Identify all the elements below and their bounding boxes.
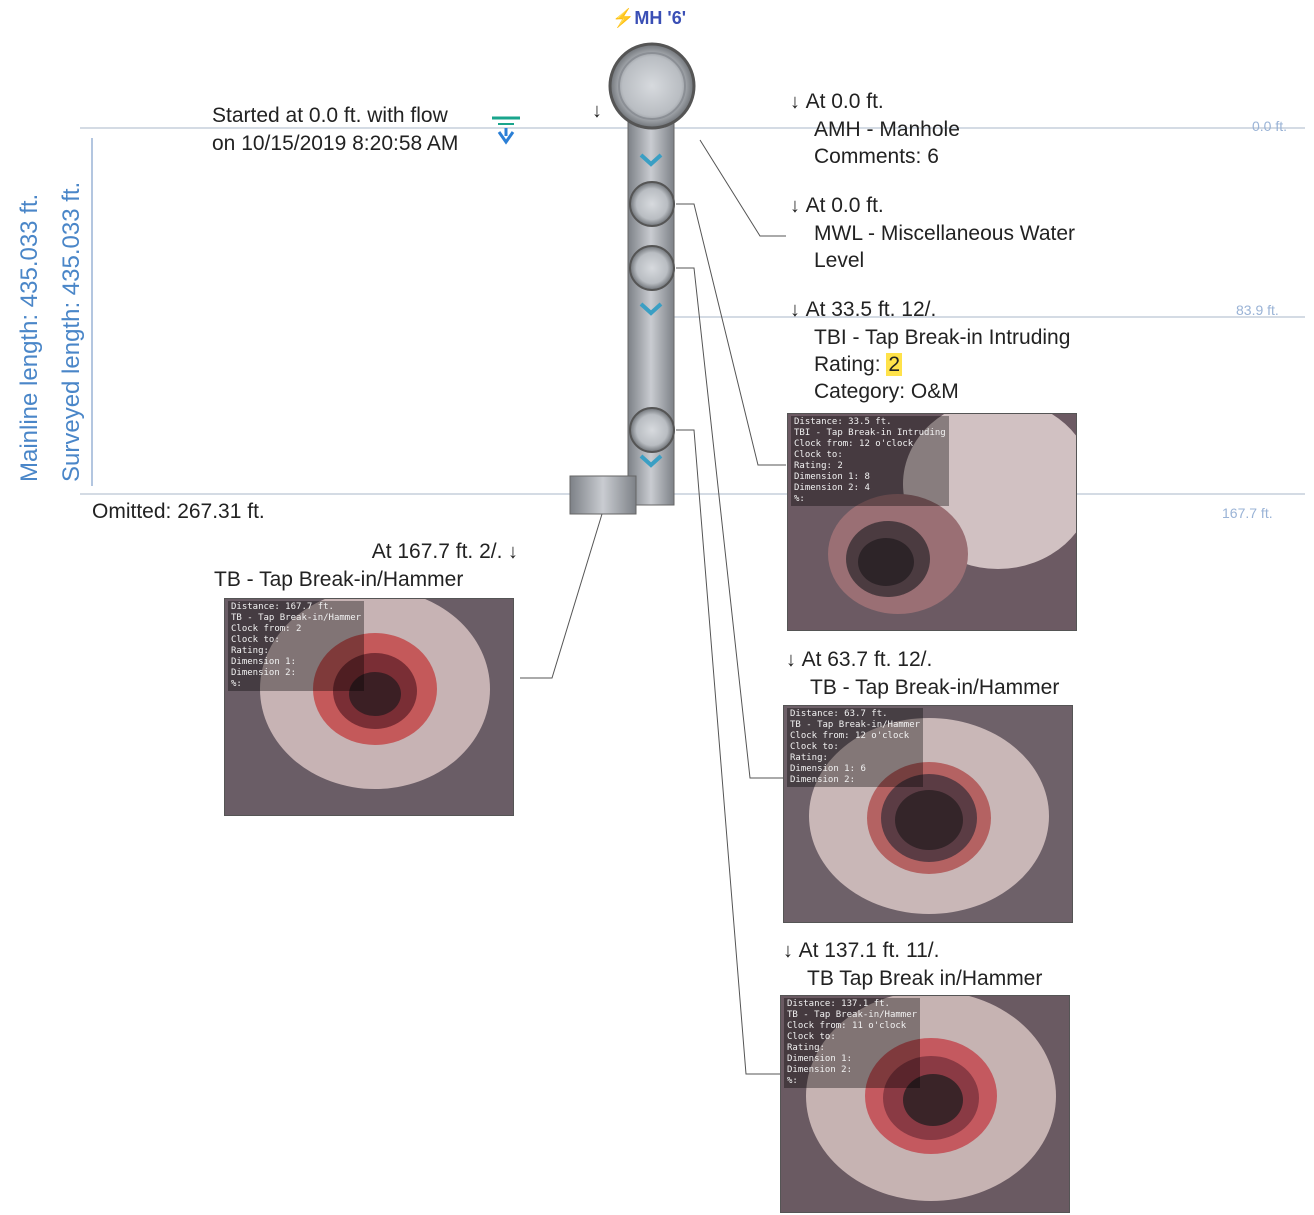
overlay-line: %:: [794, 494, 946, 505]
overlay-line: TB - Tap Break-in/Hammer: [787, 1010, 917, 1021]
overlay-line: Distance: 137.1 ft.: [787, 999, 917, 1010]
photo-overlay-text: Distance: 137.1 ft.TB - Tap Break-in/Ham…: [784, 998, 920, 1088]
overlay-line: TB - Tap Break-in/Hammer: [790, 720, 920, 731]
overlay-line: TBI - Tap Break-in Intruding: [794, 428, 946, 439]
start-info-line1: Started at 0.0 ft. with flow: [212, 102, 448, 129]
observation-amh[interactable]: ↓ At 0.0 ft. AMH - Manhole Comments: 6: [790, 88, 960, 170]
down-arrow-icon: ↓: [592, 100, 602, 123]
overlay-line: Dimension 2:: [787, 1065, 917, 1076]
outlet-elbow: [570, 476, 636, 514]
observation-tbi[interactable]: ↓ At 33.5 ft. 12/. TBI - Tap Break-in In…: [790, 296, 1070, 405]
obs-category: Category: O&M: [790, 378, 1070, 405]
manhole-label: MH '6': [634, 8, 686, 28]
down-arrow-icon: ↓: [790, 91, 806, 113]
cctv-photo[interactable]: Distance: 63.7 ft.TB - Tap Break-in/Hamm…: [783, 705, 1073, 923]
omitted-length: Omitted: 267.31 ft.: [92, 498, 265, 525]
rating-value: 2: [886, 353, 902, 376]
photo-overlay-text: Distance: 167.7 ft.TB - Tap Break-in/Ham…: [228, 601, 364, 691]
manhole-header: ⚡MH '6': [612, 8, 686, 29]
obs-code: TB - Tap Break-in/Hammer: [786, 674, 1059, 701]
observation-tb-137[interactable]: ↓ At 137.1 ft. 11/. TB Tap Break in/Hamm…: [783, 937, 1042, 992]
tick-label: 83.9 ft.: [1236, 302, 1279, 318]
manhole-symbol: [610, 44, 694, 128]
overlay-line: Clock from: 2: [231, 624, 361, 635]
obs-position: At 63.7 ft. 12/.: [802, 648, 933, 671]
leader-line: [676, 204, 786, 465]
photo-overlay-text: Distance: 63.7 ft.TB - Tap Break-in/Hamm…: [787, 708, 923, 787]
start-info-line2: on 10/15/2019 8:20:58 AM: [212, 130, 458, 157]
manhole-icon: ⚡: [612, 8, 634, 28]
obs-code: TB Tap Break in/Hammer: [783, 965, 1042, 992]
mainline-length-label: Mainline length: 435.033 ft.: [16, 194, 44, 482]
observation-tb-63[interactable]: ↓ At 63.7 ft. 12/. TB - Tap Break-in/Ham…: [786, 646, 1059, 701]
leader-line: [676, 430, 780, 1074]
overlay-line: Clock from: 12 o'clock: [794, 439, 946, 450]
observation-mwl[interactable]: ↓ At 0.0 ft. MWL - Miscellaneous Water L…: [790, 192, 1075, 274]
obs-position: At 0.0 ft.: [806, 90, 884, 113]
tap-ring: [630, 408, 674, 452]
tap-ring: [630, 246, 674, 290]
leader-line: [676, 268, 784, 778]
overlay-line: Dimension 2: 4: [794, 483, 946, 494]
cctv-photo[interactable]: Distance: 167.7 ft.TB - Tap Break-in/Ham…: [224, 598, 514, 816]
tap-ring: [630, 182, 674, 226]
overlay-line: Dimension 1: 6: [790, 764, 920, 775]
overlay-line: %:: [231, 679, 361, 690]
obs-code: TBI - Tap Break-in Intruding: [790, 324, 1070, 351]
overlay-line: Dimension 2:: [790, 775, 920, 786]
cctv-photo[interactable]: Distance: 137.1 ft.TB - Tap Break-in/Ham…: [780, 995, 1070, 1213]
surveyed-length-label: Surveyed length: 435.033 ft.: [58, 182, 86, 482]
overlay-line: Rating:: [790, 753, 920, 764]
overlay-line: Rating:: [787, 1043, 917, 1054]
overlay-line: Dimension 1: 8: [794, 472, 946, 483]
overlay-line: Clock from: 12 o'clock: [790, 731, 920, 742]
overlay-line: Dimension 2:: [231, 668, 361, 679]
down-arrow-icon: ↓: [783, 940, 799, 962]
overlay-line: Clock to:: [231, 635, 361, 646]
obs-code-cont: Level: [790, 247, 1075, 274]
down-arrow-icon: ↓: [790, 195, 806, 217]
water-level-icon: [492, 118, 520, 142]
tick-label: 167.7 ft.: [1222, 505, 1273, 521]
obs-position: At 137.1 ft. 11/.: [799, 939, 940, 962]
overlay-line: TB - Tap Break-in/Hammer: [231, 613, 361, 624]
obs-position: At 0.0 ft.: [806, 194, 884, 217]
photo-overlay-text: Distance: 33.5 ft.TBI - Tap Break-in Int…: [791, 416, 949, 506]
tick-label: 0.0 ft.: [1252, 118, 1287, 134]
overlay-line: Clock to:: [794, 450, 946, 461]
overlay-line: Dimension 1:: [787, 1054, 917, 1065]
obs-code: TB - Tap Break-in/Hammer: [214, 566, 518, 593]
down-arrow-icon: ↓: [786, 649, 802, 671]
overlay-line: Distance: 33.5 ft.: [794, 417, 946, 428]
overlay-line: Rating: 2: [794, 461, 946, 472]
overlay-line: Dimension 1:: [231, 657, 361, 668]
overlay-line: Distance: 63.7 ft.: [790, 709, 920, 720]
rating-label: Rating:: [814, 353, 881, 376]
down-arrow-icon: ↓: [502, 541, 518, 563]
overlay-line: Distance: 167.7 ft.: [231, 602, 361, 613]
observation-tb-167[interactable]: At 167.7 ft. 2/. ↓ TB - Tap Break-in/Ham…: [214, 538, 518, 593]
overlay-line: Clock to:: [787, 1032, 917, 1043]
obs-code: MWL - Miscellaneous Water: [790, 220, 1075, 247]
obs-position: At 33.5 ft. 12/.: [806, 298, 937, 321]
obs-position: At 167.7 ft. 2/.: [372, 540, 503, 563]
cctv-photo[interactable]: Distance: 33.5 ft.TBI - Tap Break-in Int…: [787, 413, 1077, 631]
down-arrow-icon: ↓: [790, 299, 806, 321]
overlay-line: Clock from: 11 o'clock: [787, 1021, 917, 1032]
overlay-line: Clock to:: [790, 742, 920, 753]
leader-line: [520, 514, 602, 678]
overlay-line: Rating:: [231, 646, 361, 657]
leader-line: [700, 140, 786, 236]
obs-comments: Comments: 6: [790, 143, 960, 170]
obs-code: AMH - Manhole: [790, 116, 960, 143]
overlay-line: %:: [787, 1076, 917, 1087]
